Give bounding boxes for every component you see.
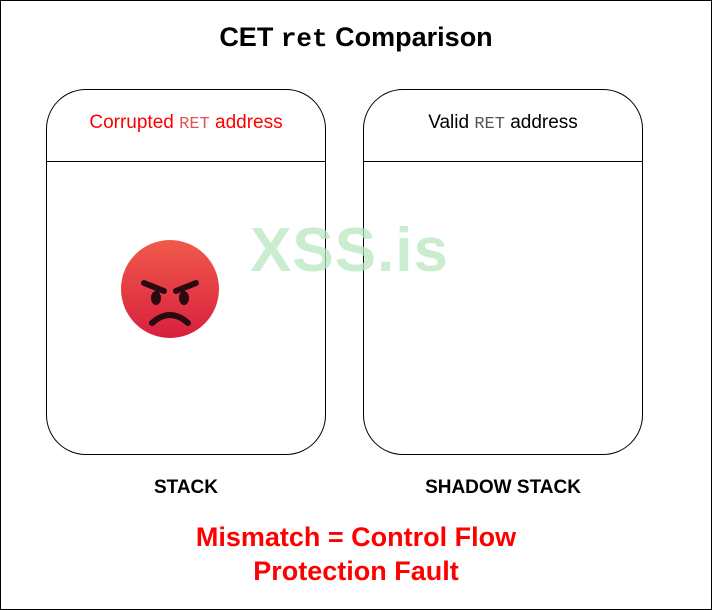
shadow-stack-panel: Valid RET address <box>363 89 643 455</box>
shadow-stack-header: Valid RET address <box>364 112 642 134</box>
shadow-header-code: RET <box>474 115 505 134</box>
diagram-title: CET ret Comparison <box>0 22 712 54</box>
fault-line-2: Protection Fault <box>253 556 459 586</box>
watermark: XSS.is <box>250 216 449 285</box>
stack-label: STACK <box>153 477 219 498</box>
title-code: ret <box>280 24 328 54</box>
stack-divider <box>47 161 325 162</box>
shadow-header-prefix: Valid <box>428 112 470 133</box>
stack-header-code: RET <box>179 115 210 134</box>
shadow-stack-label: SHADOW STACK <box>425 477 581 498</box>
fault-line-1: Mismatch = Control Flow <box>195 522 517 552</box>
angry-face-icon <box>121 240 219 338</box>
fault-message: Mismatch = Control Flow Protection Fault <box>0 520 712 588</box>
title-prefix: CET <box>219 22 274 52</box>
stack-header: Corrupted RET address <box>47 112 325 134</box>
stack-header-suffix: address <box>215 112 283 133</box>
shadow-header-suffix: address <box>510 112 578 133</box>
stack-header-prefix: Corrupted <box>89 112 174 133</box>
title-suffix: Comparison <box>335 22 493 52</box>
shadow-stack-divider <box>364 161 642 162</box>
